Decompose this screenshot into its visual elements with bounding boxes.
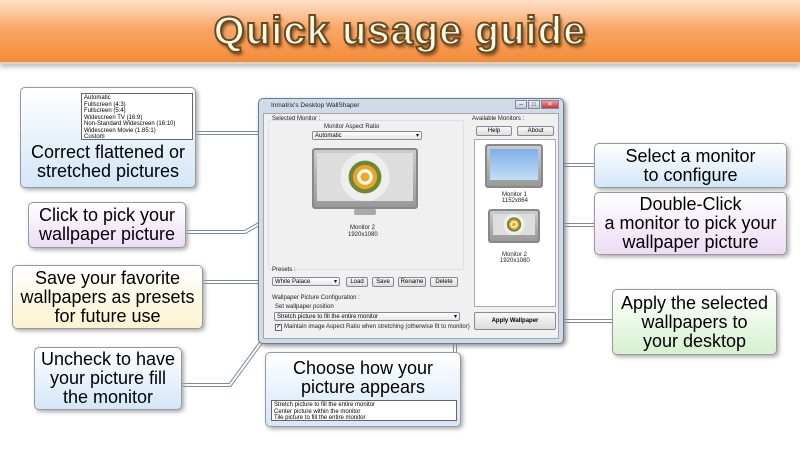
minimize-button[interactable]: – xyxy=(515,100,527,109)
option: Tile picture to fill the entire monitor xyxy=(274,415,366,421)
callout-text: Double-Click xyxy=(639,194,742,214)
callout-text: wallpaper picture xyxy=(622,232,759,252)
option: Widescreen Movie (1.85:1) xyxy=(84,127,156,134)
callout-text: stretched pictures xyxy=(36,161,180,181)
wallpaper-thumbnail xyxy=(490,149,538,180)
callout-text: wallpaper picture xyxy=(38,224,176,244)
monitor-name: Monitor 2 xyxy=(350,225,376,231)
load-preset-button[interactable]: Load xyxy=(346,277,368,287)
option: Widescreen TV (16:9) xyxy=(84,114,143,121)
callout-text: Select a monitor xyxy=(625,145,756,166)
option: Fullscreen (4:3) xyxy=(84,101,126,108)
monitor-name: Monitor 1 xyxy=(502,192,528,198)
banner-title: Quick usage guide xyxy=(213,8,587,54)
position-dropdown[interactable]: Stretch picture to fill the entire monit… xyxy=(274,312,460,321)
callout-text: the monitor xyxy=(62,387,154,407)
callout-text: wallpapers to xyxy=(641,311,748,332)
callout-text: to configure xyxy=(643,164,738,185)
option: Fullscreen (5:4) xyxy=(84,108,126,114)
close-button[interactable]: ✕ xyxy=(541,100,559,109)
callout-text: Click to pick your xyxy=(38,205,176,225)
monitor-name: Monitor 2 xyxy=(502,252,528,258)
app-window: Inmatrix's Desktop WallShaper –□✕ Select… xyxy=(258,98,564,344)
aspect-ratio-dropdown[interactable]: Automatic xyxy=(312,131,422,140)
maintain-aspect-label: Maintain image Aspect Ratio when stretch… xyxy=(284,324,470,330)
selected-monitor-group xyxy=(268,120,464,270)
callout-text: picture appears xyxy=(300,377,426,397)
title-bar: Inmatrix's Desktop WallShaper –□✕ xyxy=(259,99,563,113)
position-options-list: Stretch picture to fill the entire monit… xyxy=(271,400,457,421)
about-button[interactable]: About xyxy=(517,126,554,136)
config-label: Wallpaper Picture Configuration : xyxy=(272,295,360,301)
window-title: Inmatrix's Desktop WallShaper xyxy=(271,102,360,109)
callout-text: Apply the selected xyxy=(620,292,769,313)
monitor-stand xyxy=(354,209,376,215)
position-label: Set wallpaper position xyxy=(275,304,334,310)
apply-wallpaper-button[interactable]: Apply Wallpaper xyxy=(474,312,556,330)
callout-text: a monitor to pick your xyxy=(604,213,777,233)
available-monitors-list: Monitor 1 1152x864 Monitor 2 1920x1080 xyxy=(474,139,556,307)
monitor-resolution: 1920x1080 xyxy=(500,258,530,264)
help-button[interactable]: Help xyxy=(476,126,512,136)
wallpaper-thumbnail xyxy=(317,153,413,201)
callout-text: Correct flattened or xyxy=(30,142,186,162)
monitor-1-thumbnail[interactable] xyxy=(485,144,543,188)
maintain-aspect-checkbox[interactable]: ✓ xyxy=(275,324,282,331)
window-client: Selected Monitor : Monitor Aspect Ratio … xyxy=(263,113,559,339)
presets-label: Presets : xyxy=(272,267,296,273)
option: Non-Standard Widescreen (16:10) xyxy=(84,121,176,127)
callout-text: Save your favorite xyxy=(34,267,181,288)
preset-dropdown[interactable]: White Palace xyxy=(272,277,340,286)
monitor-resolution: 1152x864 xyxy=(502,198,528,204)
callout-text: your picture fill xyxy=(49,368,167,388)
option: Stretch picture to fill the entire monit… xyxy=(274,402,376,408)
callout-text: Choose how your xyxy=(292,358,434,378)
callout-text: your desktop xyxy=(642,330,747,351)
aspect-ratio-label: Monitor Aspect Ratio xyxy=(324,124,380,130)
banner: Quick usage guide xyxy=(0,0,800,64)
option: Custom xyxy=(84,134,105,140)
callout-text: wallpapers as presets xyxy=(20,286,195,307)
callout-text: for future use xyxy=(54,305,161,326)
wallpaper-thumbnail xyxy=(493,214,535,235)
monitor-2-thumbnail[interactable] xyxy=(488,209,540,243)
selected-monitor-label: Selected Monitor : xyxy=(272,116,321,122)
maximize-button[interactable]: □ xyxy=(528,100,540,109)
option: Center picture within the monitor xyxy=(274,408,361,415)
available-monitors-label: Available Monitors : xyxy=(472,116,525,122)
callout-text: Uncheck to have xyxy=(40,349,176,369)
delete-preset-button[interactable]: Delete xyxy=(430,277,458,287)
selected-monitor-preview[interactable] xyxy=(312,148,418,209)
rename-preset-button[interactable]: Rename xyxy=(398,277,426,287)
save-preset-button[interactable]: Save xyxy=(372,277,394,287)
monitor-resolution: 1920x1080 xyxy=(348,232,378,238)
option: Automatic xyxy=(84,95,111,101)
